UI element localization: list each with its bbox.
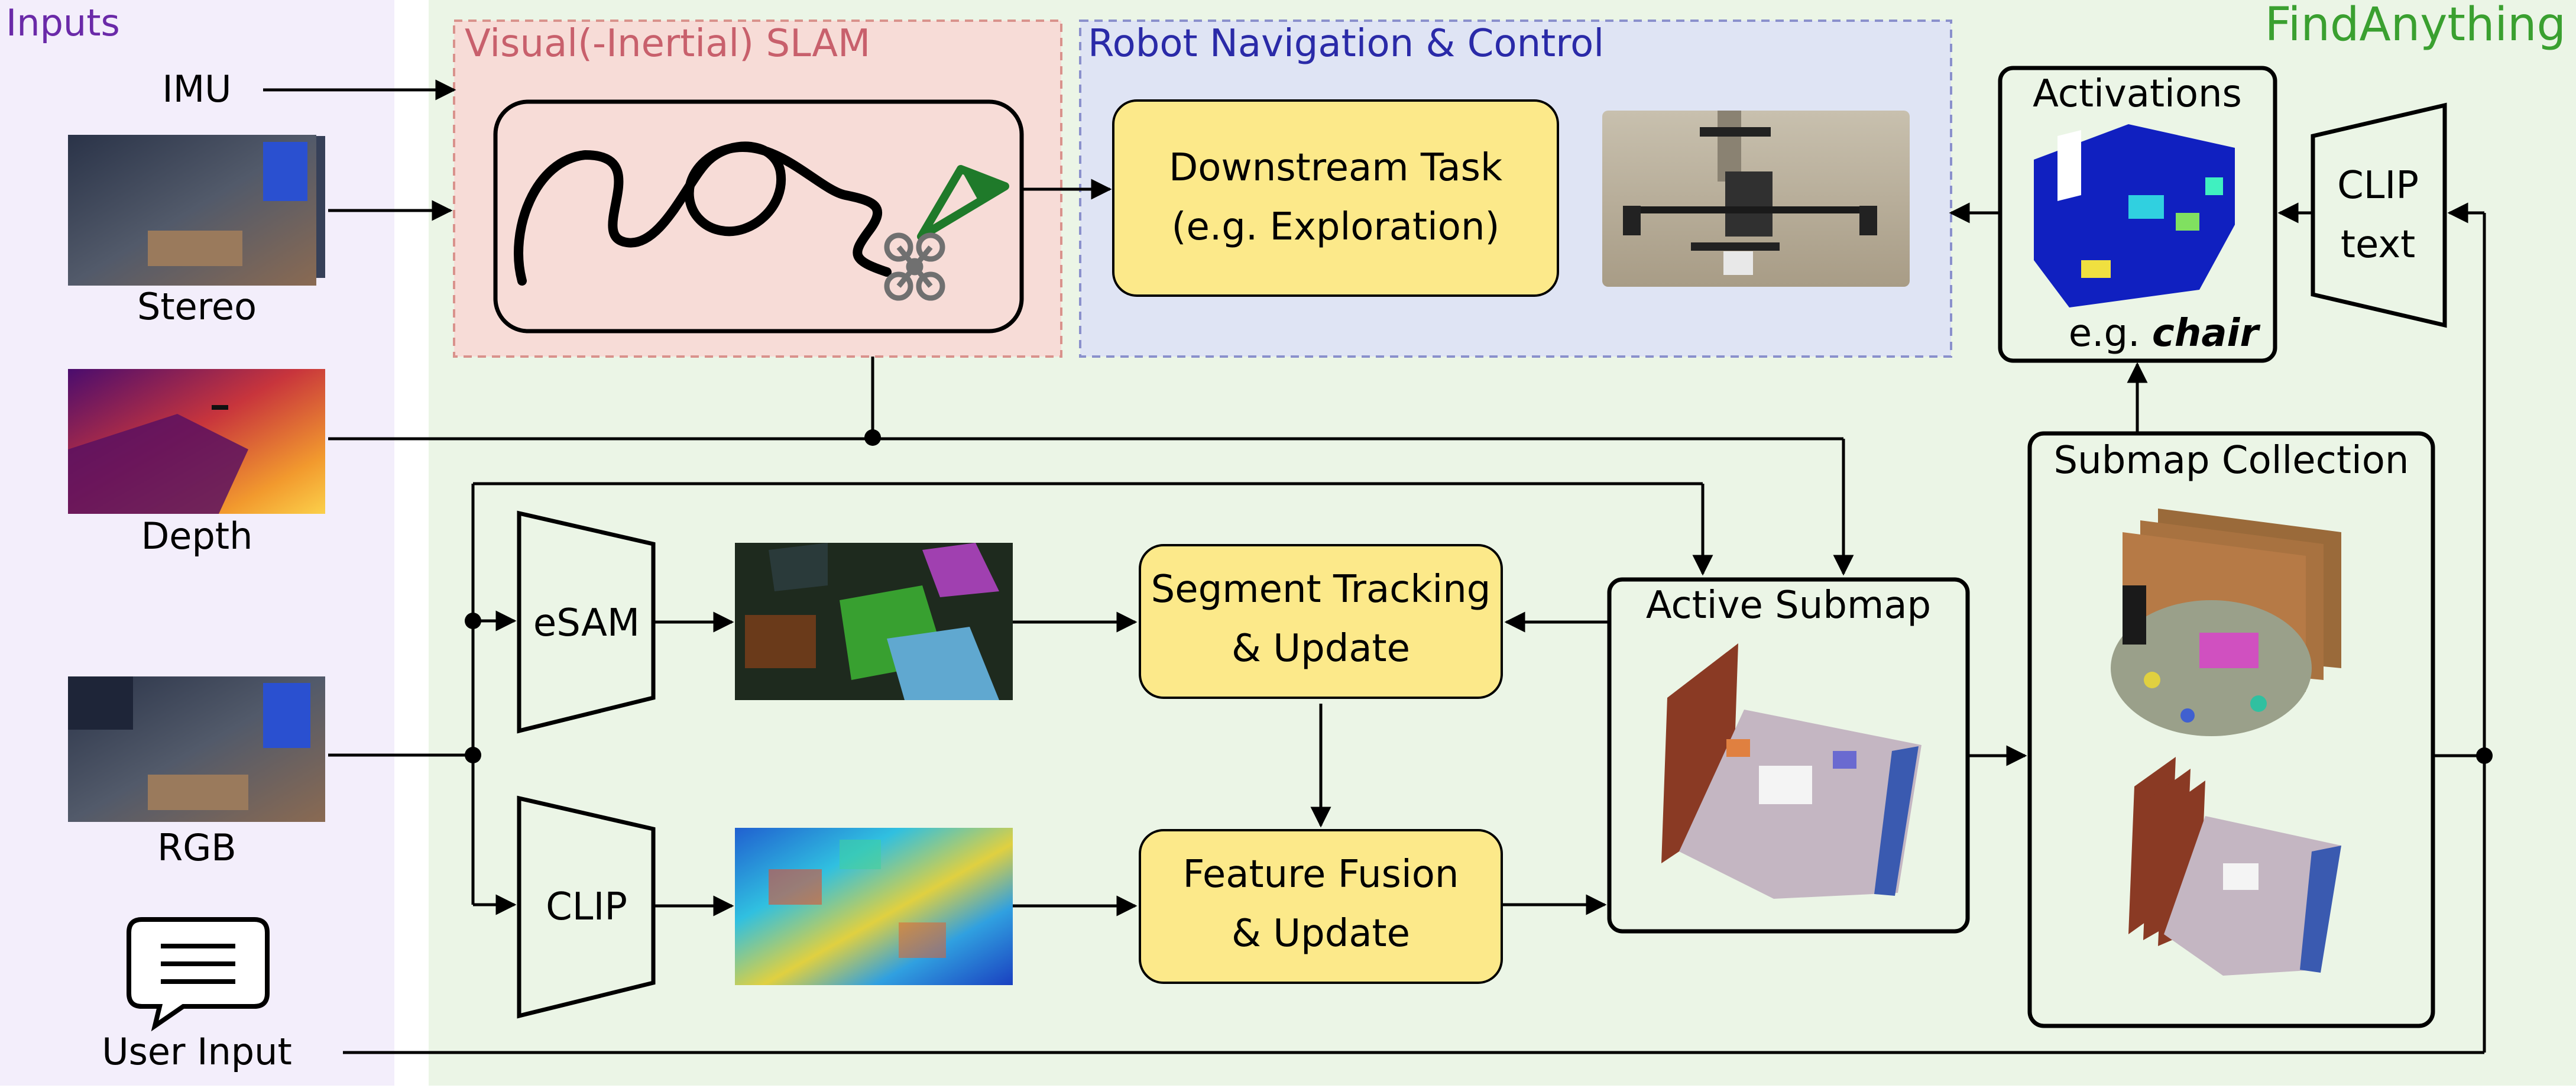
pose-junction bbox=[864, 429, 881, 446]
imu-label: IMU bbox=[162, 67, 231, 111]
user-input-junction bbox=[2476, 747, 2493, 764]
rgb-image bbox=[68, 676, 325, 822]
esam-label: eSAM bbox=[533, 601, 640, 645]
submap-collection-render-bottom bbox=[2128, 757, 2341, 976]
downstream-task-line2: (e.g. Exploration) bbox=[1172, 205, 1500, 249]
segment-tracking-line2: & Update bbox=[1232, 627, 1410, 671]
trajectory-path bbox=[514, 141, 892, 286]
clip-text-encoder bbox=[2311, 102, 2447, 328]
activations-example-word: chair bbox=[2152, 312, 2261, 355]
drone-icon bbox=[884, 232, 945, 301]
robot-nav-title: Robot Navigation & Control bbox=[1088, 22, 1604, 66]
drone-photo bbox=[1602, 111, 1910, 287]
downstream-task-line1: Downstream Task bbox=[1169, 146, 1502, 190]
depth-image bbox=[68, 369, 325, 514]
clip-encoder bbox=[517, 795, 656, 1019]
stereo-image bbox=[68, 135, 325, 286]
segment-tracking-line1: Segment Tracking bbox=[1151, 568, 1491, 611]
feature-fusion-line1: Feature Fusion bbox=[1183, 853, 1459, 896]
submap-collection-title: Submap Collection bbox=[2054, 439, 2409, 483]
depth-label: Depth bbox=[141, 514, 253, 558]
feature-fusion-line2: & Update bbox=[1232, 912, 1410, 956]
clip-text-line1: CLIP bbox=[2337, 164, 2419, 208]
segment-tracking-block bbox=[1139, 544, 1503, 699]
slam-title: Visual(-Inertial) SLAM bbox=[465, 22, 870, 66]
stereo-label: Stereo bbox=[137, 285, 257, 328]
feature-fusion-block bbox=[1139, 829, 1503, 984]
segmentation-image bbox=[735, 543, 1013, 700]
clip-feature-image bbox=[735, 828, 1013, 985]
clip-label: CLIP bbox=[546, 885, 627, 929]
speech-bubble-icon bbox=[127, 917, 270, 1032]
active-submap-render bbox=[1661, 643, 1922, 899]
inputs-title: Inputs bbox=[6, 1, 120, 44]
downstream-task-block bbox=[1112, 99, 1559, 297]
esam-encoder bbox=[517, 510, 656, 734]
rgb-label: RGB bbox=[157, 826, 236, 869]
user-input-label: User Input bbox=[102, 1030, 292, 1073]
camera-frustum-fill bbox=[961, 169, 1005, 201]
clip-text-line2: text bbox=[2341, 223, 2415, 267]
activations-title: Activations bbox=[2033, 72, 2242, 116]
activations-render bbox=[2034, 124, 2235, 307]
findanything-title: FindAnything bbox=[2265, 0, 2566, 51]
submap-collection-render-top bbox=[2111, 509, 2341, 736]
activations-example: e.g. chair bbox=[2069, 312, 2261, 355]
active-submap-title: Active Submap bbox=[1646, 584, 1931, 627]
